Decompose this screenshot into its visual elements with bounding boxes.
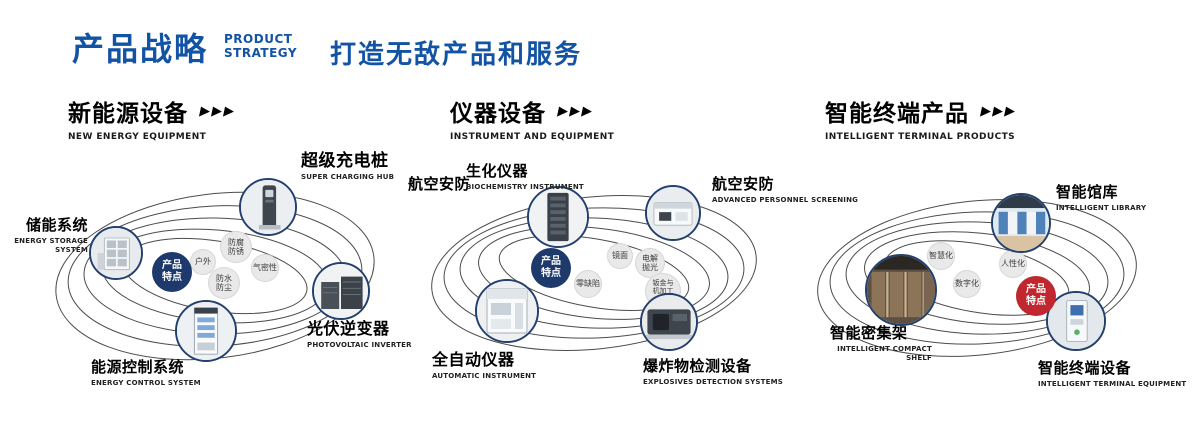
feature-bubble: 零缺陷 [574, 270, 602, 298]
label-compact-shelf: 智能密集架 INTELLIGENT COMPACT SHELF [830, 324, 932, 363]
biochem-instrument-photo [647, 187, 699, 239]
node-rack-instrument [527, 186, 589, 248]
node-energy-control [175, 300, 237, 362]
page-slogan: 打造无敌产品和服务 [330, 40, 583, 70]
feature-bubble: 户外 [190, 249, 216, 275]
terminal-kiosk-photo [1048, 293, 1104, 349]
rack-instrument-photo [529, 188, 587, 246]
section-title: 新能源设备 [68, 101, 188, 127]
compact-shelf-photo [867, 256, 935, 324]
automatic-instrument-photo [477, 281, 537, 341]
section-subtitle: NEW ENERGY EQUIPMENT [68, 132, 207, 142]
feature-bubble: 智慧化 [927, 242, 955, 270]
section-subtitle: INSTRUMENT AND EQUIPMENT [450, 132, 615, 142]
energy-storage-photo [91, 228, 141, 278]
feature-bubble: 镜面 [607, 243, 633, 269]
label-library: 智能馆库 INTELLIGENT LIBRARY [1056, 183, 1147, 212]
node-biochem-instrument [645, 185, 701, 241]
label-pv-inverter: 光伏逆变器 PHOTOVOLTAIC INVERTER [307, 319, 412, 349]
energy-control-photo [177, 302, 235, 360]
node-library [991, 193, 1051, 253]
label-explosives-detection: 爆炸物检测设备 EXPLOSIVES DETECTION SYSTEMS [643, 357, 784, 386]
label-terminal-equipment: 智能终端设备 INTELLIGENT TERMINAL EQUIPMENT [1038, 359, 1187, 388]
arrows-icon: ▶▶▶ [198, 103, 238, 119]
feature-bubble: 防腐防锈 [220, 231, 252, 263]
section-header-terminals: 智能终端产品 ▶▶▶ INTELLIGENT TERMINAL PRODUCTS [825, 94, 1019, 142]
xray-scanner-photo [642, 295, 696, 349]
section-subtitle: INTELLIGENT TERMINAL PRODUCTS [825, 132, 1015, 142]
arrows-icon: ▶▶▶ [556, 103, 596, 119]
page-title-en: PRODUCT STRATEGY [224, 32, 298, 60]
node-compact-shelf [865, 254, 937, 326]
section-title: 智能终端产品 [825, 101, 969, 127]
arrows-icon: ▶▶▶ [979, 103, 1019, 119]
orbit-rings-terminals [817, 199, 1137, 357]
library-photo [993, 195, 1049, 251]
node-automatic-instrument [475, 279, 539, 343]
feature-bubble: 气密性 [251, 254, 279, 282]
section-title: 仪器设备 [450, 101, 546, 127]
node-terminal-kiosk [1046, 291, 1106, 351]
product-features-badge: 产品特点 [152, 252, 192, 292]
feature-bubble: 防水防尘 [208, 267, 240, 299]
product-features-badge: 产品特点 [1016, 276, 1056, 316]
node-energy-storage [89, 226, 143, 280]
label-automatic-instrument: 全自动仪器 AUTOMATIC INSTRUMENT [432, 350, 537, 380]
label-aviation-security-left: 航空安防 [408, 175, 471, 193]
label-charging-hub: 超级充电桩 SUPER CHARGING HUB [301, 151, 395, 181]
section-header-new-energy: 新能源设备 ▶▶▶ NEW ENERGY EQUIPMENT [68, 94, 238, 142]
node-pv-inverter [312, 262, 370, 320]
feature-bubble: 人性化 [999, 250, 1027, 278]
node-charging-hub [239, 178, 297, 236]
charging-pile-photo [241, 180, 295, 234]
page-title: 产品战略 [72, 30, 209, 68]
label-energy-control: 能源控制系统 ENERGY CONTROL SYSTEM [91, 358, 201, 387]
pv-inverter-photo [314, 264, 368, 318]
product-features-badge: 产品特点 [531, 248, 571, 288]
label-energy-storage: 储能系统 ENERGY STORAGE SYSTEM [14, 216, 88, 255]
section-header-instruments: 仪器设备 ▶▶▶ INSTRUMENT AND EQUIPMENT [450, 94, 614, 142]
label-biochem-instrument: 生化仪器 BIOCHEMISTRY INSTRUMENT [466, 162, 584, 191]
node-xray-scanner [640, 293, 698, 351]
feature-bubble: 数字化 [953, 270, 981, 298]
orbit-rings-instruments [431, 195, 757, 351]
label-aviation-security-right: 航空安防 ADVANCED PERSONNEL SCREENING [712, 175, 859, 204]
